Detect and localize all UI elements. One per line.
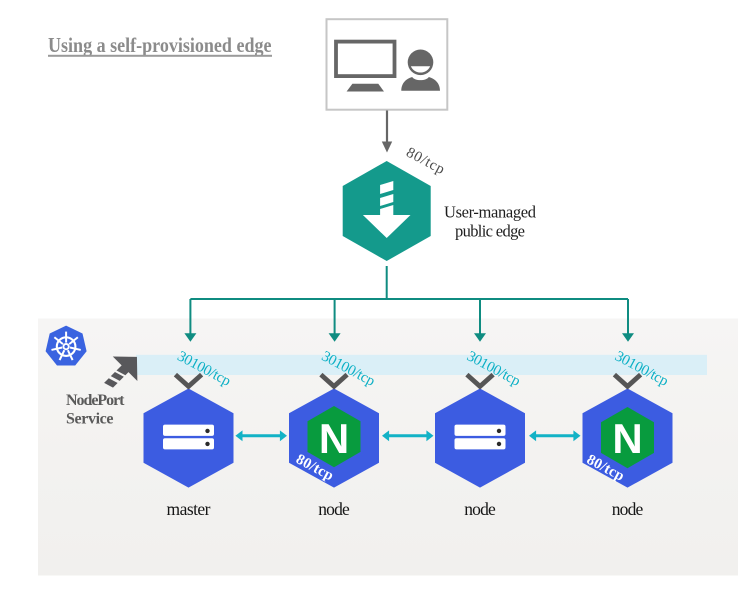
svg-text:NodePort: NodePort — [66, 392, 125, 409]
svg-text:node: node — [464, 499, 496, 519]
svg-text:N: N — [319, 415, 349, 462]
svg-text:80/tcp: 80/tcp — [403, 145, 447, 178]
svg-text:Using a self-provisioned edge: Using a self-provisioned edge — [48, 33, 272, 57]
svg-text:public edge: public edge — [455, 221, 525, 240]
svg-text:Service: Service — [66, 411, 114, 428]
svg-text:node: node — [612, 499, 644, 519]
svg-text:User-managed: User-managed — [444, 202, 537, 221]
svg-text:node: node — [318, 499, 350, 519]
svg-text:master: master — [167, 499, 211, 519]
svg-text:N: N — [612, 415, 642, 462]
